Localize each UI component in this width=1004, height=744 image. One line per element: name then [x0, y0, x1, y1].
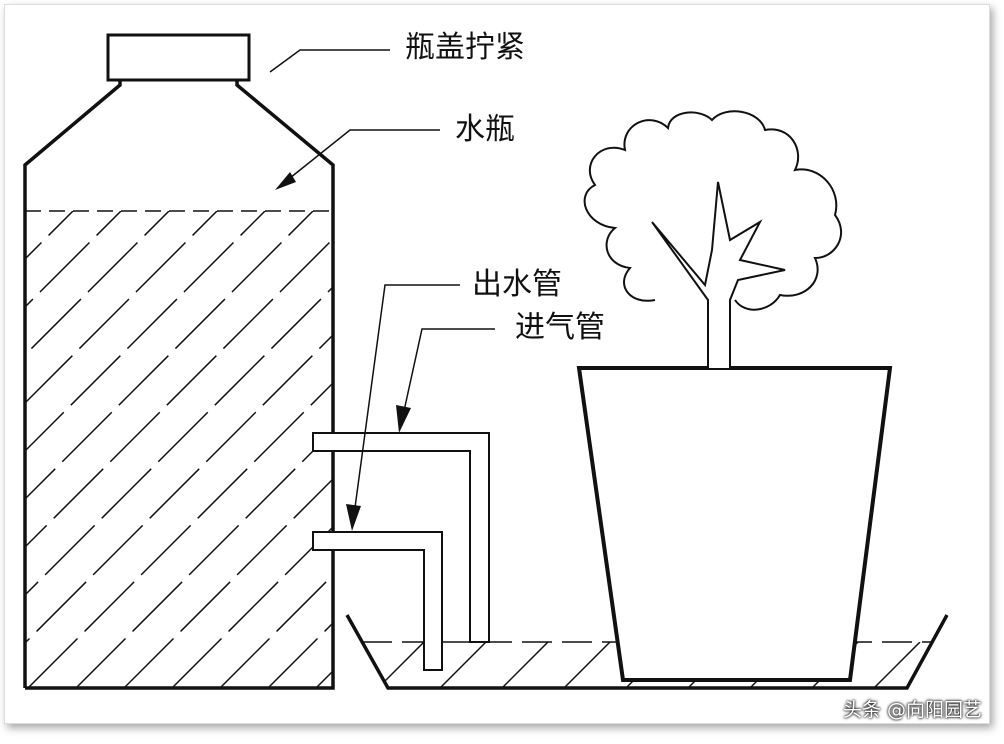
outlet-arrowhead	[346, 504, 361, 531]
flower-pot	[576, 366, 893, 682]
label-air-tube: 进气管	[515, 310, 605, 345]
label-cap-tightened: 瓶盖拧紧	[405, 30, 525, 65]
hatch-line	[25, 211, 122, 309]
bottle-cap	[106, 33, 251, 82]
hatch-line	[377, 642, 425, 688]
hatch-line	[25, 211, 266, 453]
label-water-bottle: 水瓶	[455, 112, 515, 147]
hatch-line	[873, 642, 921, 688]
air-leader	[401, 328, 495, 421]
cap-leader	[269, 49, 390, 73]
water-outlet-tube	[312, 531, 443, 671]
hatch-line	[501, 642, 549, 688]
hatch-line	[219, 573, 333, 688]
hatch-line	[25, 285, 333, 597]
air-inlet-tube	[312, 432, 490, 643]
water-bottle	[23, 80, 335, 690]
hatch-line	[25, 237, 333, 549]
hatch-line	[25, 211, 74, 261]
tray	[345, 614, 949, 690]
hatch-line	[439, 642, 487, 688]
hatch-line	[25, 211, 218, 405]
hatch-line	[25, 211, 314, 501]
tree-trunk	[651, 181, 786, 368]
hatch-line	[563, 642, 611, 688]
hatch-line	[25, 211, 170, 357]
label-outlet-tube: 出水管	[472, 267, 562, 302]
hatch-line	[27, 381, 333, 688]
bottle-arrowhead	[275, 172, 296, 190]
hatch-line	[123, 477, 333, 688]
air-arrowhead	[396, 405, 411, 433]
outlet-leader	[353, 284, 460, 516]
tree-crown	[583, 110, 842, 311]
hatch-line	[171, 525, 333, 688]
hatch-line	[25, 211, 26, 213]
bottle-leader	[284, 129, 440, 183]
hatch-line	[25, 333, 333, 645]
watermark: 头条 @向阳园艺	[842, 699, 982, 721]
